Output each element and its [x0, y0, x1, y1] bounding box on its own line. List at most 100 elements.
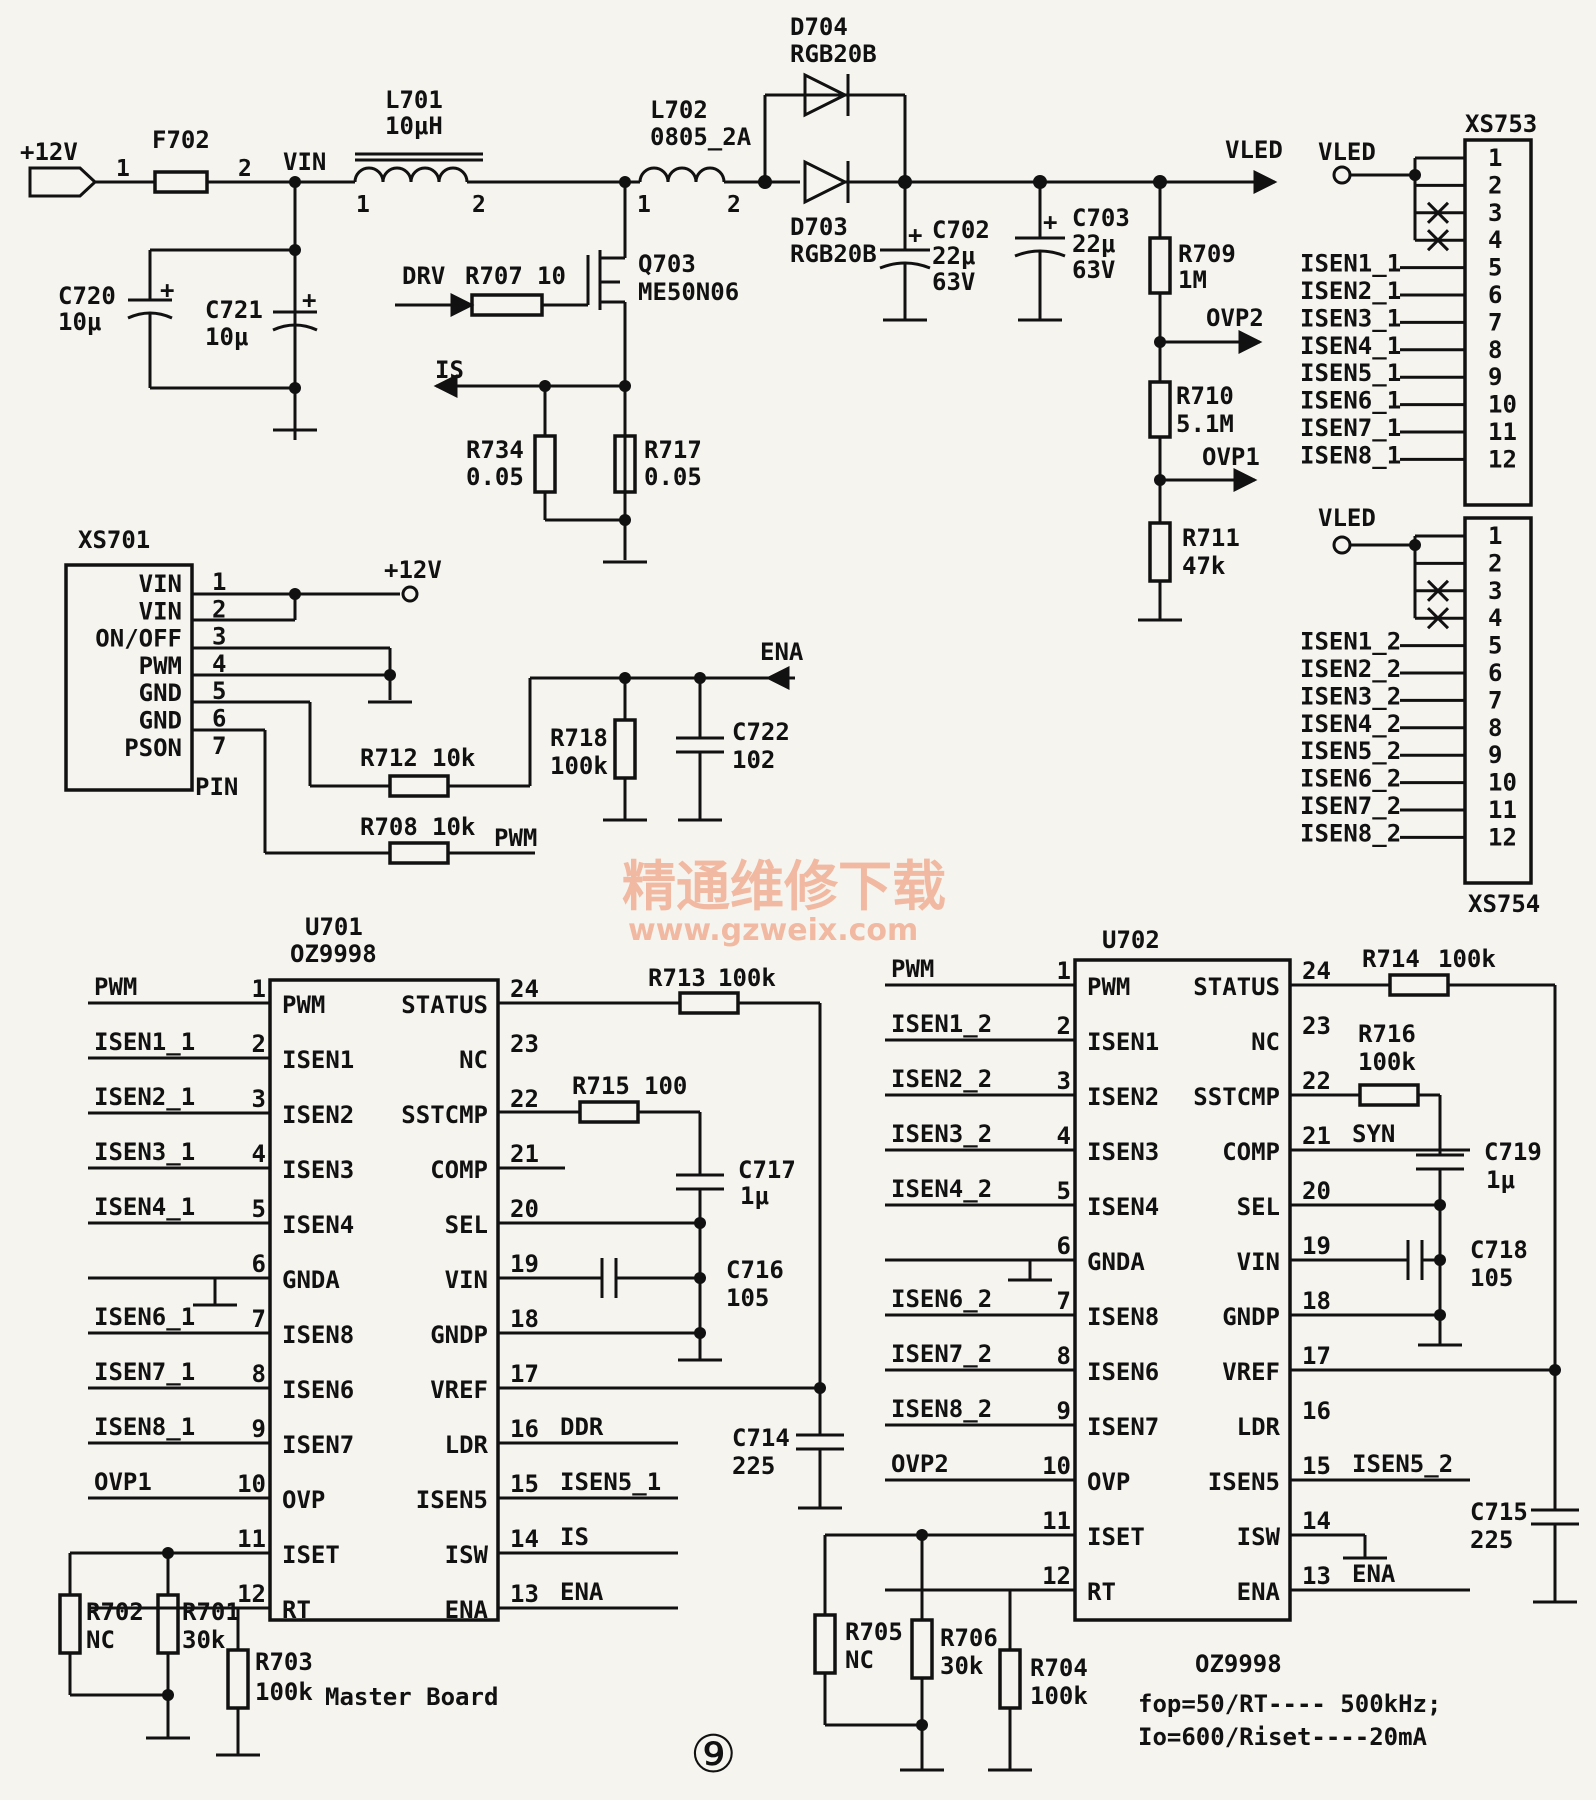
resistor-r714	[1388, 973, 1450, 997]
u701-net-label: ISEN1_1	[94, 1028, 195, 1056]
r703-value: 100k	[255, 1678, 313, 1706]
u702-pin-name: ISEN3	[1087, 1138, 1159, 1166]
xs754-signal-label: ISEN2_2	[1300, 655, 1401, 683]
r714-ref: R714	[1362, 945, 1420, 973]
xs754-pin-number: 10	[1488, 769, 1517, 797]
u701-pin-name: ENA	[445, 1596, 489, 1624]
junction	[1434, 1199, 1446, 1211]
r714-value: 100k	[1438, 945, 1496, 973]
u701-pin-name: SSTCMP	[401, 1101, 488, 1129]
inductor-l701	[353, 166, 469, 183]
u702-net-label: ISEN2_2	[891, 1065, 992, 1093]
u702-pin-number: 17	[1302, 1342, 1331, 1370]
u702-pin-number: 1	[1057, 957, 1071, 985]
c720-plus: +	[160, 276, 174, 304]
xs753-pin-number: 7	[1488, 308, 1502, 336]
u702-ref: U702	[1102, 926, 1160, 954]
d703-ref: D703	[790, 213, 848, 241]
terminal	[401, 585, 419, 603]
u702-pin-name: GNDP	[1222, 1303, 1280, 1331]
resistor-r715	[578, 1100, 640, 1124]
junction	[1409, 169, 1421, 181]
cap-plate	[272, 323, 318, 332]
r701-ref: R701	[182, 1598, 240, 1626]
r717-ref: R717	[644, 436, 702, 464]
r717-value: 0.05	[644, 463, 702, 491]
l702-ref: L702	[650, 96, 708, 124]
c722-value: 102	[732, 746, 775, 774]
u701-pin-name: SEL	[445, 1211, 488, 1239]
c721-ref: C721	[205, 296, 263, 324]
u701-pin-number: 11	[237, 1525, 266, 1553]
u701-pin-number: 4	[252, 1140, 266, 1168]
resistor-r707	[470, 293, 544, 317]
resistor-r711	[1148, 521, 1172, 583]
u702-pin-number: 15	[1302, 1452, 1331, 1480]
u702-pin-number: 14	[1302, 1507, 1331, 1535]
xs754-signal-label: ISEN1_2	[1300, 628, 1401, 656]
u701-pin-number: 20	[510, 1195, 539, 1223]
note-line2: Io=600/Riset----20mA	[1138, 1723, 1428, 1751]
u701-pin-name: ISEN3	[282, 1156, 354, 1184]
u702-pin-name: VREF	[1222, 1358, 1280, 1386]
u701-pin-number: 3	[252, 1085, 266, 1113]
power-stage: +12V F702 1 2 VIN L701 10μH 1 2 L702 080…	[20, 13, 1283, 622]
resistor-r716	[1358, 1083, 1420, 1107]
junction	[1409, 539, 1421, 551]
u702-pin-name: ENA	[1237, 1578, 1281, 1606]
c703-voltage: 63V	[1072, 256, 1115, 284]
u702-pin-name: RT	[1087, 1578, 1116, 1606]
watermark-url: www.gzweix.com	[628, 913, 918, 948]
u701-net-label: ISEN6_1	[94, 1303, 195, 1331]
u701-pin-number: 14	[510, 1525, 539, 1553]
r734-value: 0.05	[466, 463, 524, 491]
xs753-vled: VLED	[1318, 138, 1376, 166]
xs701-pin-label: PIN	[195, 773, 238, 801]
r708-value: 10k	[432, 813, 476, 841]
xs701-pin-name: GND	[139, 679, 182, 707]
l702-pin1: 1	[637, 192, 651, 218]
c718-value: 105	[1470, 1264, 1513, 1292]
u701-pin-name: PWM	[282, 991, 325, 1019]
xs754-signal-label: ISEN4_2	[1300, 710, 1401, 738]
u701-pin-number: 8	[252, 1360, 266, 1388]
c702-voltage: 63V	[932, 268, 975, 296]
xs754-signal-label: ISEN8_2	[1300, 819, 1401, 847]
u701-part: OZ9998	[290, 940, 377, 968]
u702-pin-name: ISEN4	[1087, 1193, 1159, 1221]
diode-d704	[803, 72, 849, 118]
u701-pin-number: 7	[252, 1305, 266, 1333]
xs753-pin-number: 3	[1488, 199, 1502, 227]
u702-pin-name: SSTCMP	[1193, 1083, 1280, 1111]
u702-pin-number: 9	[1057, 1397, 1071, 1425]
c703-ref: C703	[1072, 204, 1130, 232]
u702-net-label: ISEN1_2	[891, 1010, 992, 1038]
d703-value: RGB20B	[790, 240, 877, 268]
u701-pin-number: 24	[510, 975, 539, 1003]
c716-value: 105	[726, 1284, 769, 1312]
junction	[162, 1689, 174, 1701]
junction	[1434, 1309, 1446, 1321]
r711-value: 47k	[1182, 552, 1226, 580]
u702-net-label: SYN	[1352, 1120, 1395, 1148]
u702-pin-name: ISEN1	[1087, 1028, 1159, 1056]
r710-value: 5.1M	[1176, 410, 1234, 438]
junction	[289, 244, 301, 256]
xs754-pin-number: 1	[1488, 522, 1502, 550]
u701-pin-name: ISEN6	[282, 1376, 354, 1404]
xs701-pin-number: 3	[212, 623, 226, 651]
figure-number: ⑨	[690, 1725, 737, 1785]
u701-pin-number: 15	[510, 1470, 539, 1498]
resistor-r704	[998, 1648, 1022, 1710]
r715-value: 100	[644, 1072, 687, 1100]
r718-value: 100k	[550, 752, 608, 780]
xs701-12v: +12V	[384, 556, 442, 584]
vled-label: VLED	[1225, 136, 1283, 164]
u702-pin-number: 4	[1057, 1122, 1071, 1150]
xs701-pin-number: 6	[212, 705, 226, 733]
u701-net-label: DDR	[560, 1413, 604, 1441]
xs753-signal-label: ISEN6_1	[1300, 387, 1401, 415]
r708-ref: R708	[360, 813, 418, 841]
u701-pin-name: VIN	[445, 1266, 488, 1294]
r702-value: NC	[86, 1626, 115, 1654]
